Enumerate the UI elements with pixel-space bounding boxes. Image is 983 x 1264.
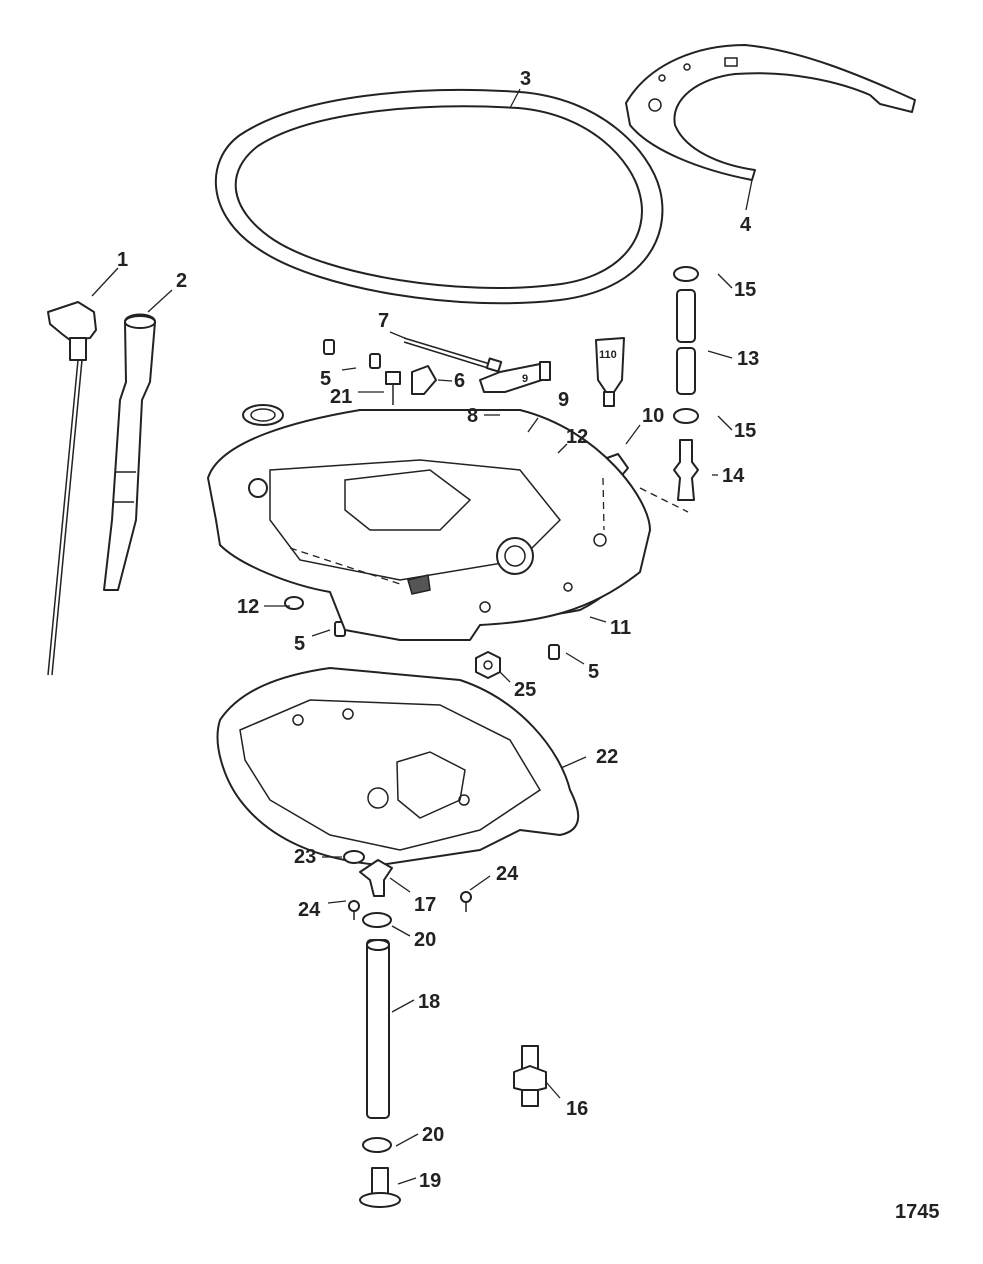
callout-9: 9 bbox=[558, 389, 569, 411]
seal-part-8 bbox=[242, 404, 284, 426]
housing-part-17 bbox=[359, 859, 393, 897]
callout-16: 16 bbox=[566, 1098, 588, 1120]
fitting-part-14 bbox=[673, 439, 699, 501]
callouts: 1 2 3 4 5 5 5 6 7 8 9 10 11 12 12 13 14 … bbox=[117, 68, 759, 1192]
callout-1: 1 bbox=[117, 249, 128, 271]
callout-14: 14 bbox=[722, 465, 745, 487]
sealant-tube-label: 110 bbox=[599, 349, 617, 361]
alignment-line-right bbox=[602, 477, 605, 531]
alignment-line-left bbox=[289, 547, 401, 585]
callout-2: 2 bbox=[176, 270, 187, 292]
alignment-line-fitting bbox=[639, 487, 689, 513]
gasket-part-22 bbox=[216, 667, 580, 866]
dipstick-part-1 bbox=[47, 301, 97, 676]
callout-18: 18 bbox=[418, 991, 440, 1013]
nut-part-25 bbox=[475, 651, 501, 679]
callout-24-right: 24 bbox=[496, 863, 519, 885]
callout-15-bottom: 15 bbox=[734, 420, 756, 442]
o-ring-part-23 bbox=[343, 850, 365, 864]
callout-23: 23 bbox=[294, 846, 316, 868]
callout-11: 11 bbox=[610, 617, 631, 639]
callout-12-left: 12 bbox=[237, 596, 259, 618]
callout-24-left: 24 bbox=[298, 899, 321, 921]
screw-part-7 bbox=[403, 337, 503, 373]
grease-tube-label: 9 bbox=[522, 373, 528, 385]
seal-ring-part-3 bbox=[214, 88, 664, 305]
tube-part-18 bbox=[366, 939, 390, 1119]
callout-20-top: 20 bbox=[414, 929, 436, 951]
fitting-part-6 bbox=[411, 365, 437, 395]
callout-5-top: 5 bbox=[320, 368, 331, 390]
clamp-part-15 bbox=[673, 266, 699, 424]
callout-20-bottom: 20 bbox=[422, 1124, 444, 1146]
sealant-tube-110: 110 bbox=[595, 337, 625, 407]
callout-10: 10 bbox=[642, 405, 664, 427]
callout-5-left: 5 bbox=[294, 633, 305, 655]
callout-12-top: 12 bbox=[566, 426, 588, 448]
hose-part-13 bbox=[676, 289, 696, 395]
bolt-part-21 bbox=[385, 371, 401, 405]
fitting-part-16 bbox=[513, 1045, 547, 1107]
callout-25: 25 bbox=[514, 679, 536, 701]
leader-lines bbox=[91, 88, 753, 1185]
callout-22: 22 bbox=[596, 746, 618, 768]
callout-13: 13 bbox=[737, 348, 759, 370]
clamp-part-20 bbox=[362, 912, 392, 1153]
callout-7: 7 bbox=[378, 310, 389, 332]
fitting-part-19 bbox=[359, 1167, 401, 1208]
callout-3: 3 bbox=[520, 68, 531, 90]
figure-number: 1745 bbox=[895, 1201, 940, 1223]
callout-6: 6 bbox=[454, 370, 465, 392]
callout-8: 8 bbox=[467, 405, 478, 427]
callout-19: 19 bbox=[419, 1170, 441, 1192]
grease-tube-part-9: 9 bbox=[479, 361, 551, 393]
callout-4: 4 bbox=[740, 214, 752, 236]
callout-5-right: 5 bbox=[588, 661, 599, 683]
dipstick-tube-part-2 bbox=[103, 313, 156, 591]
callout-15-top: 15 bbox=[734, 279, 756, 301]
gasket-part-4 bbox=[625, 44, 916, 181]
callout-21: 21 bbox=[330, 386, 352, 408]
adapter-plate-part-11 bbox=[207, 409, 651, 641]
screw-part-24 bbox=[348, 891, 472, 920]
callout-17: 17 bbox=[414, 894, 436, 916]
